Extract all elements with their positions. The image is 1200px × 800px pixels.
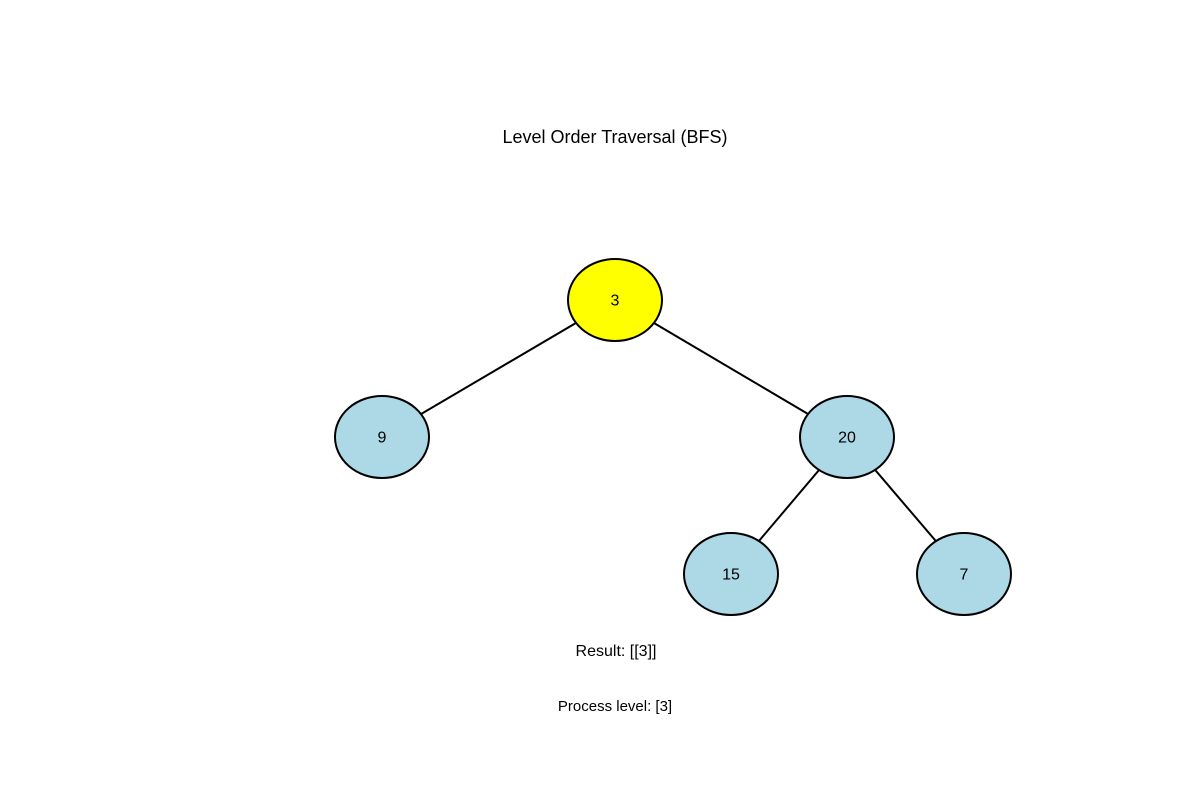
tree-node-label-15: 15 — [722, 567, 740, 584]
tree-node-circle-7 — [916, 532, 1012, 616]
tree-node-label-20: 20 — [838, 430, 856, 447]
tree-node-15: 15 — [683, 532, 779, 616]
tree-node-circle-15 — [683, 532, 779, 616]
tree-node-label-7: 7 — [960, 567, 969, 584]
figure-title: Level Order Traversal (BFS) — [502, 127, 728, 147]
tree-node-circle-9 — [334, 395, 430, 479]
tree-node-circle-3 — [567, 258, 663, 342]
tree-node-3: 3 — [567, 258, 663, 342]
process-level-text: Process level: [3] — [557, 698, 673, 715]
tree-node-label-9: 9 — [378, 430, 387, 447]
tree-node-label-3: 3 — [611, 293, 620, 310]
result-text: Result: [[3]] — [575, 643, 657, 660]
tree-node-7: 7 — [916, 532, 1012, 616]
tree-node-circle-20 — [799, 395, 895, 479]
tree-node-20: 20 — [799, 395, 895, 479]
tree-node-9: 9 — [334, 395, 430, 479]
